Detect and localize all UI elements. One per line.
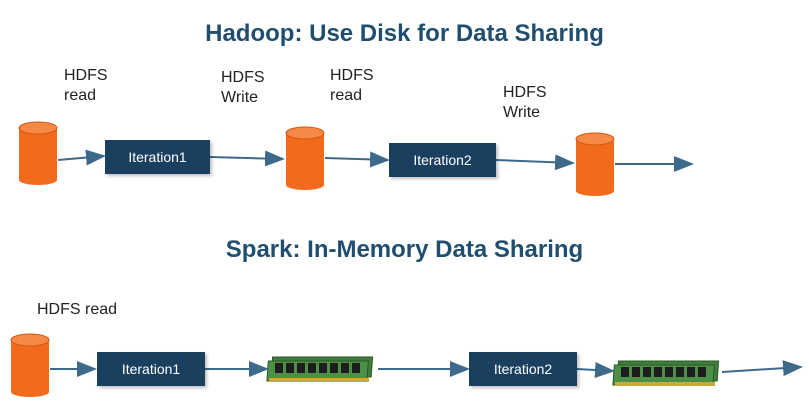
arrow-write-2 — [495, 154, 575, 171]
spark-hdfs-read-label: HDFS read — [37, 301, 118, 318]
spark-arrow-to-ram-2 — [576, 362, 615, 378]
spark-disk-icon — [10, 333, 50, 398]
hadoop-iteration1-box: Iteration1 — [105, 140, 210, 174]
hadoop-title: Hadoop: Use Disk for Data Sharing — [205, 20, 604, 47]
arrow-read-2 — [324, 151, 390, 168]
hdfs-disk-icon-3 — [575, 132, 615, 197]
arrow-read-1 — [57, 149, 106, 166]
hdfs-disk-icon-1 — [18, 121, 58, 186]
spark-iteration2-box: Iteration2 — [469, 352, 577, 386]
spark-arrow-output — [721, 360, 803, 377]
hdfs-disk-icon-2 — [285, 126, 325, 191]
spark-iteration1-box: Iteration1 — [97, 352, 205, 386]
ram-icon-2 — [612, 360, 720, 387]
spark-title: Spark: In-Memory Data Sharing — [225, 236, 584, 263]
ram-icon-1 — [266, 356, 374, 383]
hadoop-iteration2-box: Iteration2 — [389, 143, 496, 177]
arrow-write-1 — [209, 150, 285, 167]
